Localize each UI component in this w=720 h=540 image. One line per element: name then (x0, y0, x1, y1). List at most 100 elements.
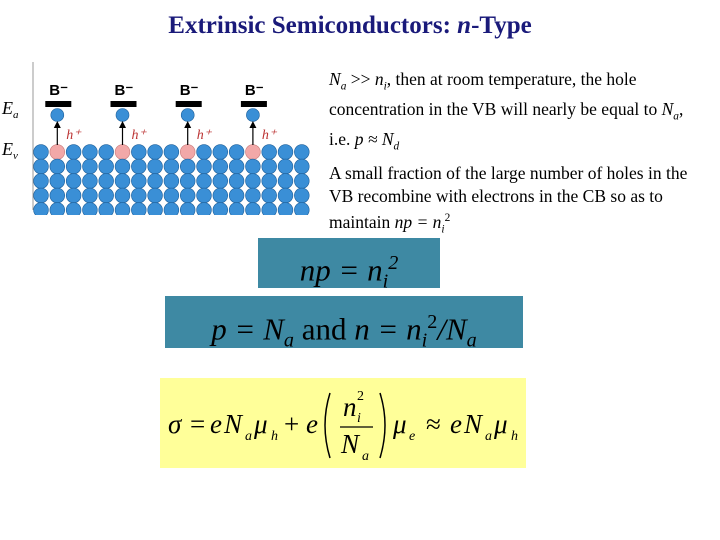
svg-text:e: e (306, 409, 318, 439)
electron-circle (131, 203, 146, 215)
electron-circle (115, 159, 130, 174)
electron-circle (115, 203, 130, 215)
mass-action-law-box: np = ni2 (258, 238, 440, 288)
hole-label: h⁺ (132, 128, 148, 143)
electron-circle (50, 203, 65, 215)
electron-circle (83, 188, 98, 203)
electron-circle (229, 174, 244, 189)
electron-circle (180, 174, 195, 189)
hole-label: h⁺ (262, 128, 278, 143)
electron-circle (131, 159, 146, 174)
electron-circle (99, 188, 114, 203)
svg-text:e: e (409, 429, 415, 444)
electron-circle (262, 203, 277, 215)
acceptor-label: B⁻ (49, 82, 68, 99)
electron-circle (164, 159, 179, 174)
svg-text:=: = (190, 409, 205, 439)
electron-circle (278, 145, 293, 160)
energy-label-ea: Ea (1, 98, 19, 121)
electron-circle (83, 145, 98, 160)
hole-label: h⁺ (66, 128, 82, 143)
acceptor-label: B⁻ (245, 82, 264, 99)
hole-circle (246, 145, 261, 160)
svg-text:σ: σ (168, 409, 183, 439)
acceptor-label: B⁻ (115, 82, 134, 99)
electron-circle (148, 174, 163, 189)
svg-text:h: h (271, 429, 278, 444)
electron-circle (164, 188, 179, 203)
electron-circle (115, 174, 130, 189)
electron-circle (294, 188, 309, 203)
electron-circle (50, 188, 65, 203)
electron-circle (197, 145, 212, 160)
electron-circle (294, 203, 309, 215)
electron-circle (66, 145, 81, 160)
title-italic-n: n (457, 12, 471, 39)
electron-circle (197, 174, 212, 189)
electron-circle (294, 174, 309, 189)
hole-circle (50, 145, 65, 160)
electron-circle (66, 188, 81, 203)
electron-circle (164, 145, 179, 160)
electron-circle (83, 174, 98, 189)
acceptor-site-3: B⁻h⁺ (176, 82, 213, 145)
electron-circle (99, 174, 114, 189)
svg-text:a: a (362, 449, 369, 464)
electron-circle (197, 203, 212, 215)
electron-circle (213, 145, 228, 160)
electron-circle (66, 174, 81, 189)
svg-text:μ: μ (392, 409, 407, 439)
svg-text:a: a (485, 429, 492, 444)
electron-circle (197, 159, 212, 174)
electron-circle (278, 159, 293, 174)
acceptor-site-1: B⁻ h⁺ (45, 82, 82, 145)
conductivity-equation: σ = e N a μ h + e n i 2 N a μ e ≈ e N a … (160, 378, 526, 468)
electron-circle (229, 203, 244, 215)
electron-circle (278, 203, 293, 215)
electron-circle (34, 174, 49, 189)
svg-text:N: N (223, 409, 244, 439)
electron-circle (34, 188, 49, 203)
electron-circle (34, 145, 49, 160)
electron-circle (115, 188, 130, 203)
page-title: Extrinsic Semiconductors: n-Type (0, 12, 700, 40)
electron-circle (50, 159, 65, 174)
acceptor-level-bar (241, 101, 267, 107)
electron-circle (213, 174, 228, 189)
electron-circle (262, 145, 277, 160)
electron-circle (50, 174, 65, 189)
electron-circle (148, 145, 163, 160)
hole-circle (115, 145, 130, 160)
electron-circle (246, 188, 261, 203)
electron-circle (229, 188, 244, 203)
svg-text:h: h (511, 429, 518, 444)
electron-circle (164, 203, 179, 215)
electron-circle (246, 174, 261, 189)
electron-circle (131, 145, 146, 160)
hole-label: h⁺ (197, 128, 213, 143)
acceptor-site-4: B⁻ h⁺ (241, 82, 278, 145)
electron-circle (213, 159, 228, 174)
electron-circle (294, 145, 309, 160)
valence-band-lattice (34, 145, 310, 215)
captured-electron (181, 109, 194, 122)
electron-circle (262, 188, 277, 203)
electron-circle (83, 159, 98, 174)
svg-text:+: + (284, 409, 299, 439)
electron-circle (148, 188, 163, 203)
electron-circle (148, 203, 163, 215)
captured-electron (246, 109, 259, 122)
electron-circle (131, 188, 146, 203)
svg-text:e: e (450, 409, 462, 439)
electron-circle (99, 145, 114, 160)
svg-text:μ: μ (253, 409, 268, 439)
acceptor-level-bar (176, 101, 202, 107)
electron-circle (294, 159, 309, 174)
acceptor-sites: B⁻h⁺B⁻h⁺B⁻h⁺B⁻h⁺ (45, 82, 278, 145)
electron-circle (180, 203, 195, 215)
electron-circle (246, 159, 261, 174)
svg-text:2: 2 (357, 389, 364, 404)
svg-text:N: N (463, 409, 484, 439)
acceptor-level-bar (45, 101, 71, 107)
electron-circle (262, 174, 277, 189)
